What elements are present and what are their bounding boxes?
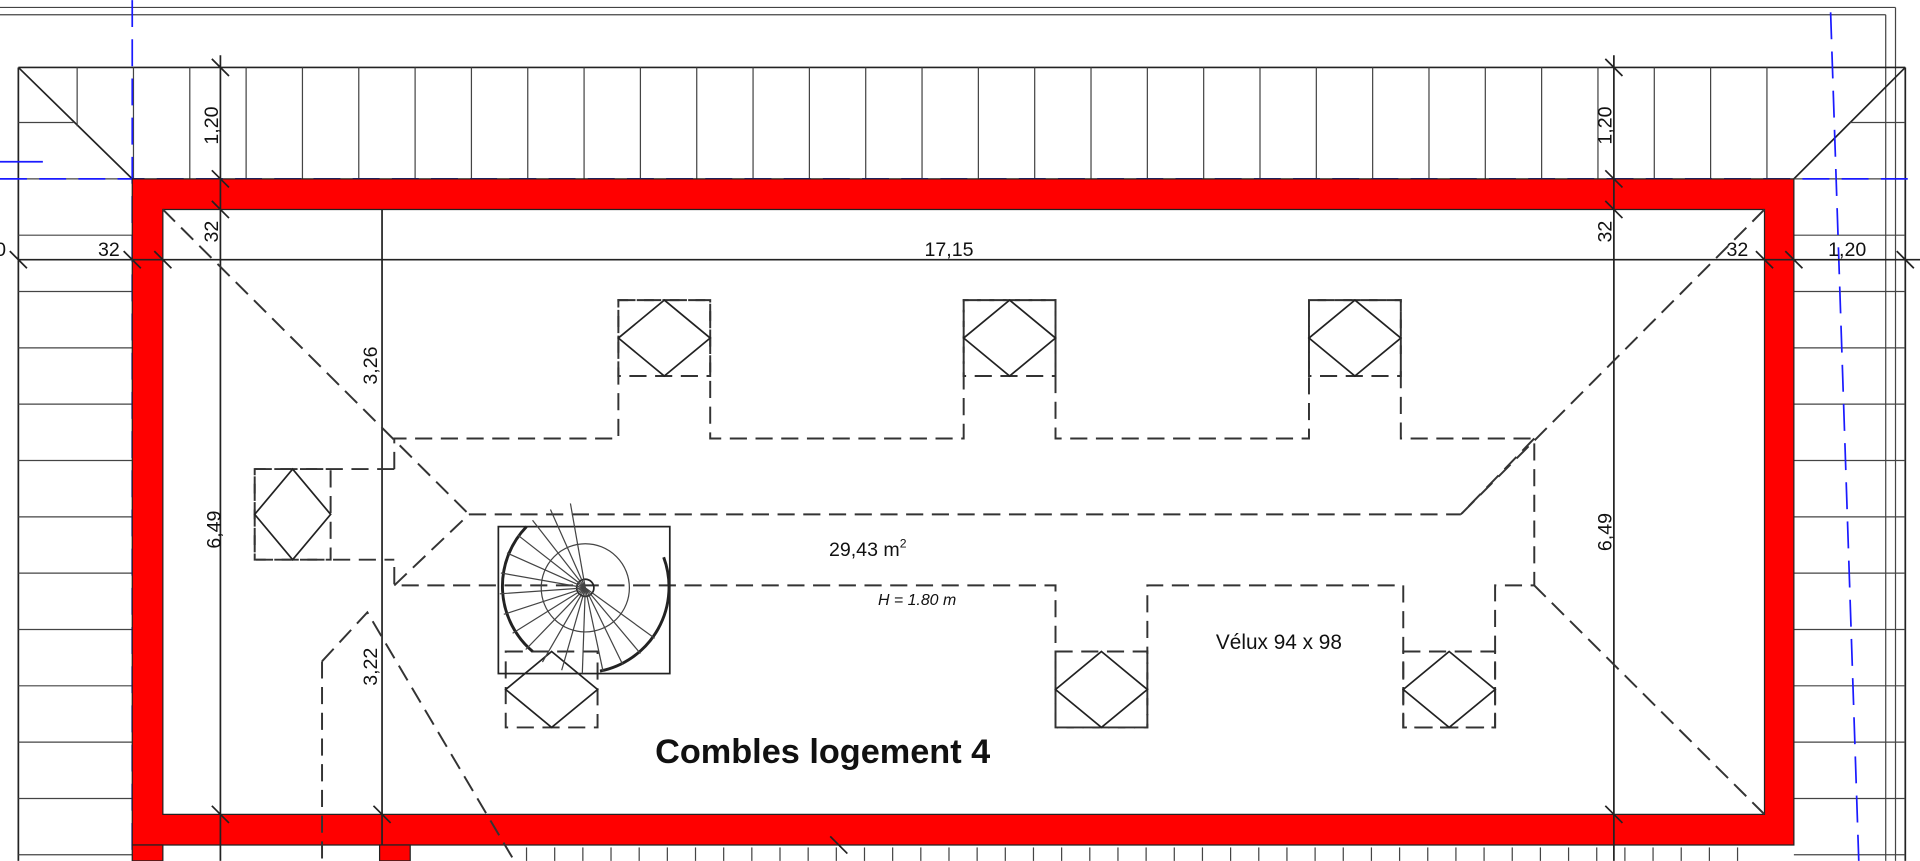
dim-left-wall: 32 bbox=[98, 239, 120, 261]
ceiling-height-label: H = 1.80 m bbox=[878, 592, 956, 609]
dim-top-left-overhang: 1,20 bbox=[201, 106, 223, 144]
velux-window bbox=[253, 467, 332, 562]
dim-overall-length: 17,15 bbox=[924, 239, 973, 261]
velux-window bbox=[617, 298, 712, 378]
room-title: Combles logement 4 bbox=[655, 733, 990, 771]
sheet-frame bbox=[0, 6, 1897, 861]
velux-window bbox=[504, 650, 599, 729]
velux-size-label: Vélux 94 x 98 bbox=[1216, 631, 1342, 654]
wall-stub-left bbox=[131, 844, 164, 861]
dim-right-height: 6,49 bbox=[1594, 513, 1616, 551]
roof-overhang-hatching bbox=[17, 66, 1907, 861]
dim-right-overhang: 1,20 bbox=[1828, 239, 1866, 261]
dimension-lines bbox=[9, 55, 1920, 861]
velux-window bbox=[1401, 650, 1497, 729]
spiral-staircase bbox=[497, 503, 671, 675]
dim-left-lower-slope: 3,22 bbox=[360, 648, 382, 686]
velux-window bbox=[1054, 650, 1149, 729]
dim-right-wall: 32 bbox=[1727, 239, 1749, 261]
velux-window bbox=[1307, 298, 1403, 378]
velux-window bbox=[962, 298, 1057, 378]
dim-left-upper-slope: 3,26 bbox=[360, 346, 382, 384]
dim-top-right-wall: 32 bbox=[1594, 221, 1616, 243]
area-label: 29,43 m2 bbox=[829, 536, 907, 561]
dim-top-left-wall: 32 bbox=[201, 221, 223, 243]
dim-top-right-overhang: 1,20 bbox=[1594, 106, 1616, 144]
dim-left-edge: 0 bbox=[0, 239, 6, 261]
dim-left-height: 6,49 bbox=[203, 511, 225, 549]
wall-stub-middle bbox=[378, 844, 411, 861]
velux-windows bbox=[253, 298, 1497, 729]
